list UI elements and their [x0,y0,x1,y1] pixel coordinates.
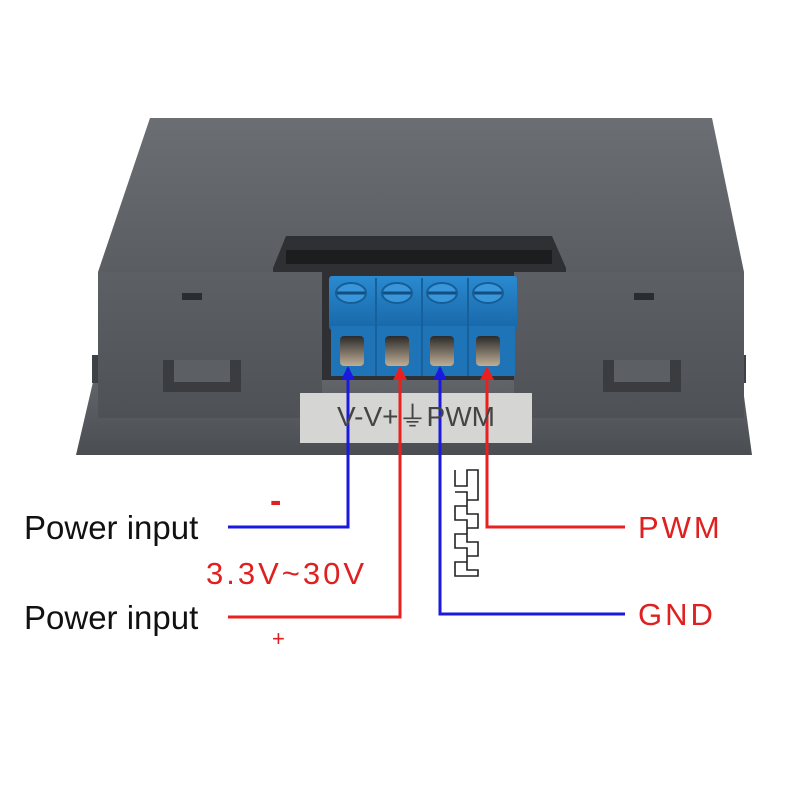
pwm-label: PWM [638,510,723,545]
flange-side-knob-left [92,355,102,383]
housing-front-left [98,268,322,418]
terminal-label: V-V+⏚PWM [337,401,495,432]
wire-gnd [433,366,625,616]
positive-sign: + [272,626,285,651]
housing-top-face [98,118,744,272]
gnd-label: GND [638,597,716,632]
terminal-label-strip [300,393,532,443]
housing-front-right [514,268,744,418]
power-input-positive-label: Power input [24,599,199,636]
latch-left-inner [174,360,230,382]
power-input-negative-label: Power input [24,509,199,546]
front-slot-right [634,293,654,300]
pcb-edge [286,250,552,264]
negative-sign: - [270,482,282,520]
pwm-waveform-icon [454,469,479,577]
screw-heads [335,282,504,304]
voltage-range-label: 3.3V~30V [206,556,368,591]
front-slot-left [182,293,202,300]
latch-right-inner [614,360,670,382]
wire-v-plus [228,366,407,619]
wire-holes [340,336,500,366]
wire-pwm [480,366,625,529]
wire-v-minus [228,366,355,529]
